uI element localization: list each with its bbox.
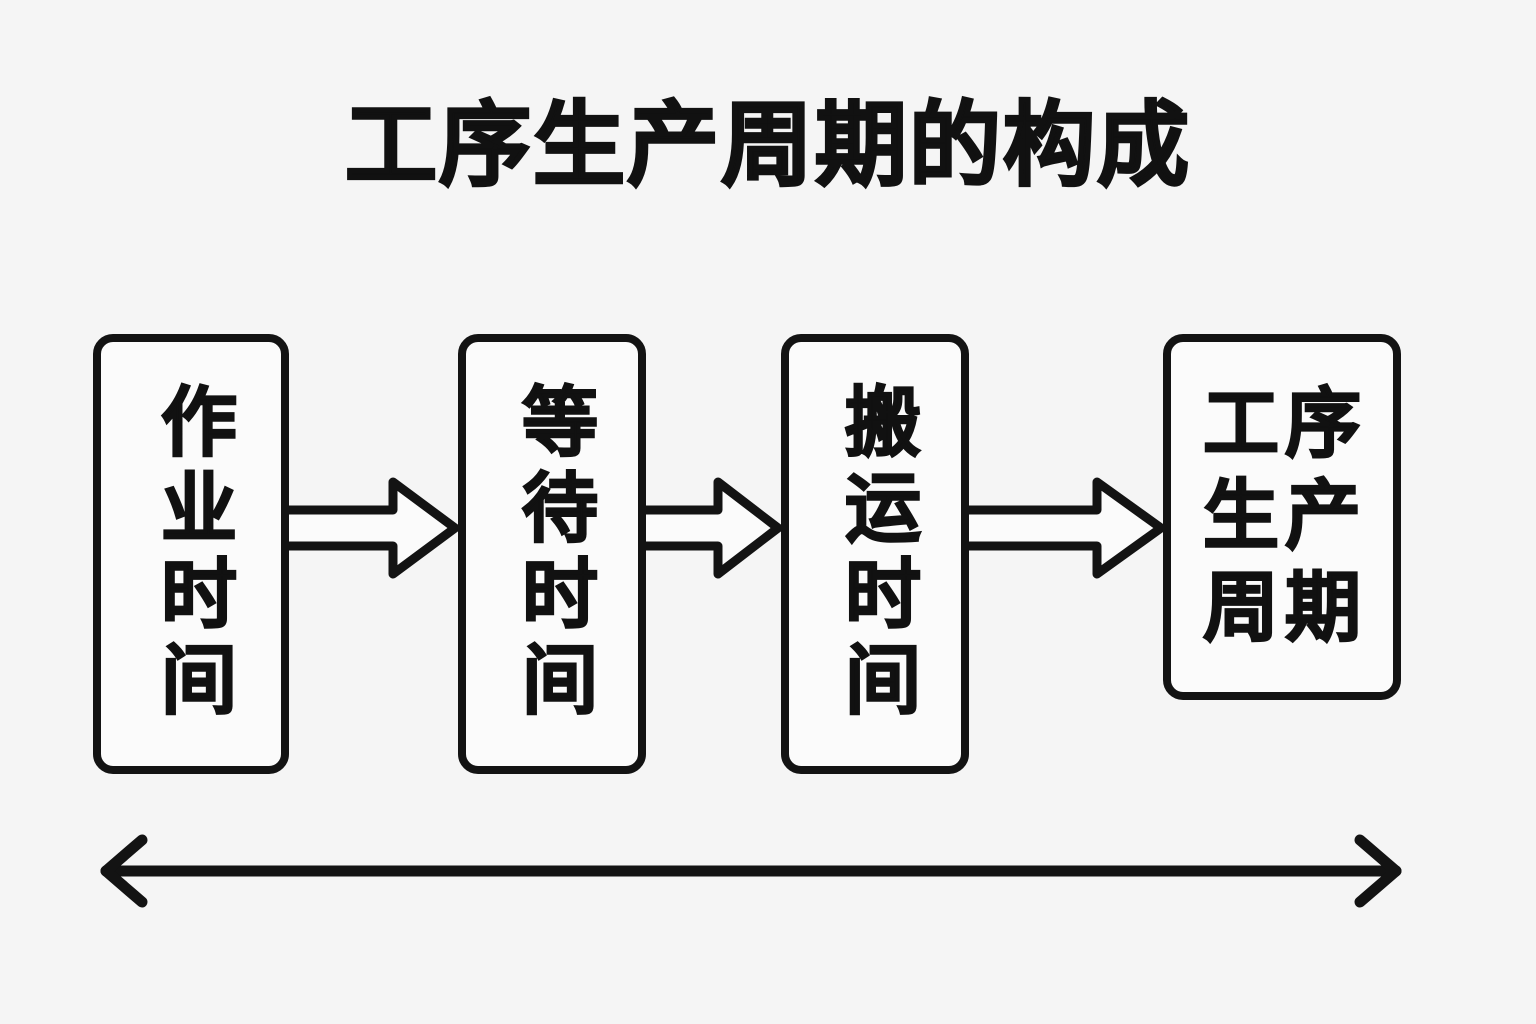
stage-char-sheng: 生 bbox=[1202, 473, 1280, 560]
stage-label-transport-time: 搬运时间 bbox=[832, 381, 919, 727]
stage-label-production-cycle: 工 序 生 产 周 期 bbox=[1202, 381, 1362, 653]
stage-box-operation-time[interactable]: 作业时间 bbox=[93, 334, 289, 774]
flow-arrow-2-icon bbox=[641, 476, 783, 580]
page-title: 工序生产周期的构成 bbox=[344, 95, 1191, 198]
stage-char-zhou: 周 bbox=[1202, 565, 1280, 652]
stage-char-qi: 期 bbox=[1284, 565, 1362, 652]
stage-char-gong: 工 bbox=[1202, 381, 1280, 468]
stage-char-chan: 产 bbox=[1284, 473, 1362, 560]
stage-char-xu: 序 bbox=[1284, 381, 1362, 468]
total-span-arrow-icon bbox=[96, 830, 1406, 912]
flow-arrow-3-icon bbox=[964, 476, 1166, 580]
stage-box-production-cycle[interactable]: 工 序 生 产 周 期 bbox=[1163, 334, 1401, 700]
stage-label-operation-time: 作业时间 bbox=[148, 381, 235, 727]
stage-box-waiting-time[interactable]: 等待时间 bbox=[458, 334, 646, 774]
stage-box-transport-time[interactable]: 搬运时间 bbox=[781, 334, 969, 774]
flow-arrow-1-icon bbox=[284, 476, 460, 580]
stage-label-waiting-time: 等待时间 bbox=[509, 381, 596, 727]
